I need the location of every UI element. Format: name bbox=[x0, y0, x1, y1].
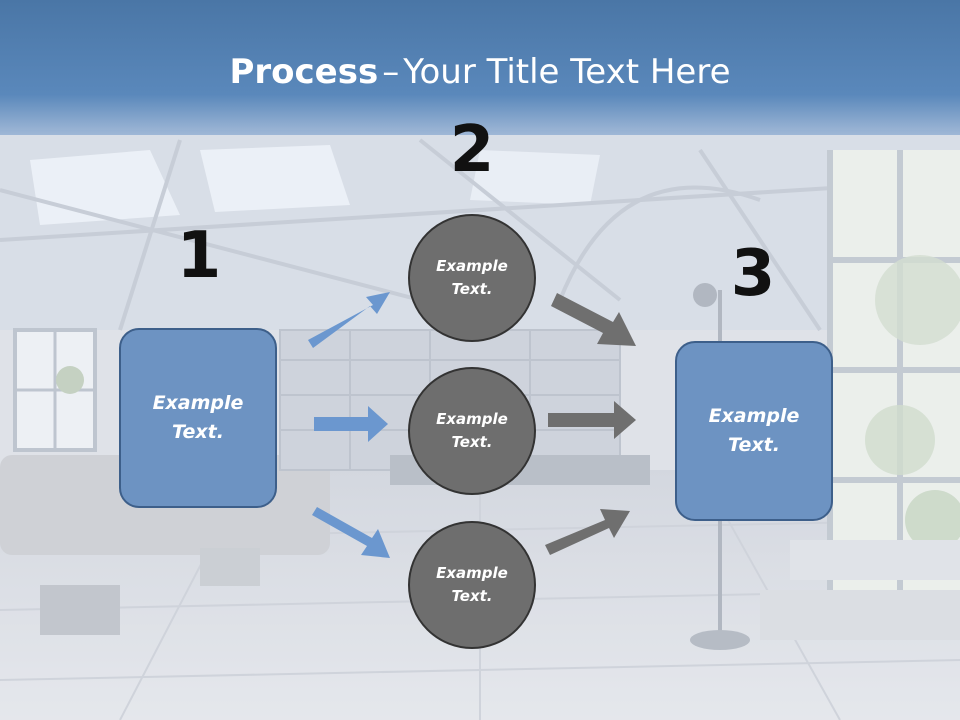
gray-arrow-middle bbox=[548, 401, 636, 439]
step-1-box: Example Text. bbox=[119, 328, 277, 508]
circle-text-line1: Example bbox=[436, 564, 508, 582]
gray-arrow-up bbox=[545, 509, 630, 555]
header-band bbox=[0, 0, 960, 135]
blue-arrow-up bbox=[308, 292, 390, 348]
circle-text-line1: Example bbox=[436, 410, 508, 428]
blue-arrow-middle bbox=[314, 406, 388, 442]
step-3-text-line1: Example bbox=[708, 405, 800, 427]
step-number-2: 2 bbox=[449, 113, 495, 187]
step-3-text-line2: Text. bbox=[728, 434, 780, 456]
step-1-text-line1: Example bbox=[152, 392, 244, 414]
title-dash: – bbox=[382, 52, 400, 92]
step-2-circle-middle: Example Text. bbox=[408, 367, 536, 495]
step-2-circle-top: Example Text. bbox=[408, 214, 536, 342]
step-2-circle-bottom: Example Text. bbox=[408, 521, 536, 649]
step-number-1: 1 bbox=[176, 219, 222, 293]
circle-text-line2: Text. bbox=[451, 587, 493, 605]
blue-arrow-down bbox=[312, 507, 390, 558]
step-number-3: 3 bbox=[730, 237, 776, 311]
circle-text-line2: Text. bbox=[451, 433, 493, 451]
slide-title: Process–Your Title Text Here bbox=[0, 52, 960, 92]
step-3-box: Example Text. bbox=[675, 341, 833, 521]
circle-text-line2: Text. bbox=[451, 280, 493, 298]
circle-text-line1: Example bbox=[436, 257, 508, 275]
title-rest: Your Title Text Here bbox=[403, 52, 731, 92]
step-1-text-line2: Text. bbox=[172, 421, 224, 443]
gray-arrow-down bbox=[551, 293, 636, 346]
title-bold: Process bbox=[229, 52, 379, 92]
